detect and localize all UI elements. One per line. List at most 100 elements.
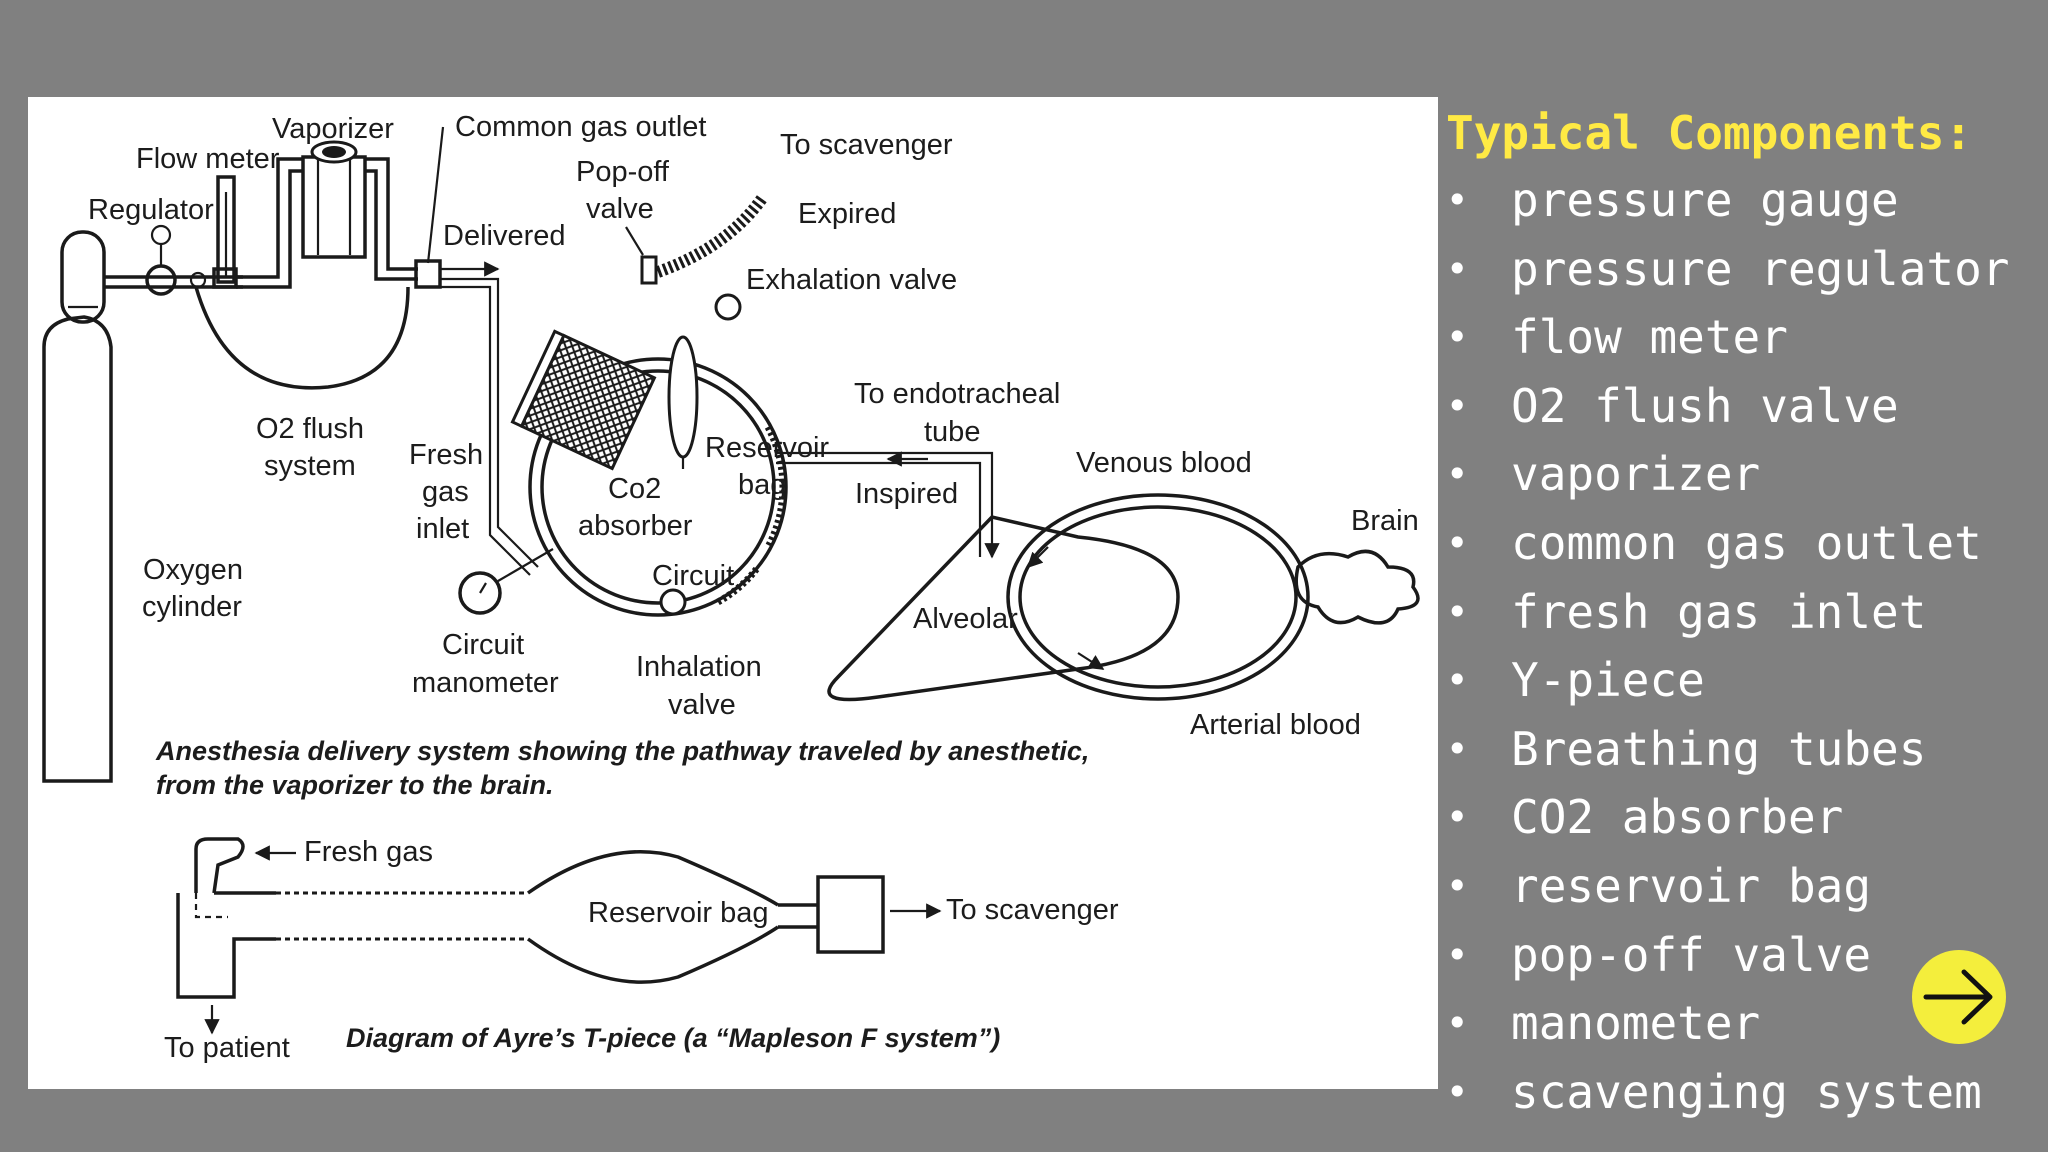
list-item: • scavenging system: [1446, 1058, 2036, 1127]
bullet-icon: •: [1446, 1001, 1469, 1046]
next-slide-button[interactable]: [1912, 950, 2006, 1044]
list-item-label: Y-piece: [1511, 653, 1705, 708]
bullet-icon: •: [1446, 795, 1469, 840]
components-panel: Typical Components: • pressure gauge • pre…: [1446, 100, 2036, 1126]
label-regulator: Regulator: [88, 194, 214, 226]
caption-2: Diagram of Ayre’s T-piece (a “Mapleson F…: [346, 1023, 1000, 1053]
label-o2-flush-2: system: [264, 450, 356, 482]
label-common-gas-outlet: Common gas outlet: [455, 111, 706, 143]
label-oxygen-1: Oxygen: [143, 554, 243, 586]
label-circuit: Circuit: [652, 560, 734, 592]
label-reservoir-bag: Reservoir bag: [588, 897, 769, 929]
list-item-label: common gas outlet: [1511, 515, 1982, 570]
label-arterial-blood: Arterial blood: [1190, 709, 1361, 741]
anesthesia-diagram: Vaporizer Common gas outlet Flow meter R…: [28, 97, 1438, 1089]
label-pop-off-1: Pop-off: [576, 156, 670, 188]
list-item: • common gas outlet: [1446, 509, 2036, 578]
circle-system: [528, 293, 788, 617]
list-item: • O2 flush valve: [1446, 372, 2036, 441]
o2-flush-loop: [194, 286, 410, 390]
flow-meter: [212, 175, 238, 289]
list-item: • vaporizer: [1446, 440, 2036, 509]
label-fresh-gas-inlet-3: inlet: [416, 513, 469, 545]
list-item: • fresh gas inlet: [1446, 578, 2036, 647]
bullet-icon: •: [1446, 658, 1469, 703]
list-item: • reservoir bag: [1446, 852, 2036, 921]
label-pop-off-2: valve: [586, 193, 654, 225]
label-to-endotracheal-2: tube: [924, 416, 980, 448]
diagram-drawing: Vaporizer Common gas outlet Flow meter R…: [42, 111, 1420, 1064]
list-item: • Y-piece: [1446, 646, 2036, 715]
label-to-scavenger-2: To scavenger: [946, 894, 1119, 926]
list-item: • pop-off valve: [1446, 921, 2036, 990]
bullet-icon: •: [1446, 178, 1469, 222]
list-item: •flow meter: [1446, 303, 2036, 372]
bullet-icon: •: [1446, 589, 1469, 634]
list-item: • manometer: [1446, 989, 2036, 1058]
caption-1-line-2: from the vaporizer to the brain.: [156, 770, 554, 800]
label-inhalation-valve-1: Inhalation: [636, 651, 762, 683]
list-item-label: O2 flush valve: [1511, 378, 1899, 433]
label-reservoir-1: Reservoir: [705, 432, 829, 464]
vaporizer: [301, 140, 367, 259]
label-to-patient: To patient: [164, 1032, 290, 1064]
label-exhalation-valve: Exhalation valve: [746, 264, 957, 296]
arrow-right-icon: [1923, 969, 1993, 1025]
label-circuit-manometer-2: manometer: [412, 667, 559, 699]
brain-icon: [1294, 549, 1420, 625]
alveolar-loop: [827, 515, 1180, 702]
list-item-label: manometer: [1511, 996, 1761, 1051]
regulator: [104, 224, 243, 296]
circuit-manometer: [458, 548, 554, 615]
list-item-label: pressure regulator: [1511, 241, 2010, 296]
label-flow-meter: Flow meter: [136, 143, 280, 175]
list-item-label: pressure gauge: [1511, 173, 1899, 227]
bullet-icon: •: [1446, 315, 1469, 360]
common-gas-outlet-fitting: [414, 259, 442, 289]
bullet-icon: •: [1446, 520, 1469, 565]
label-vaporizer: Vaporizer: [272, 113, 394, 145]
components-list: • pressure gauge • pressure regulator •flo…: [1446, 166, 2036, 1126]
bullet-icon: •: [1446, 383, 1469, 428]
label-expired: Expired: [798, 198, 896, 230]
caption-1-line-1: Anesthesia delivery system showing the p…: [155, 736, 1089, 766]
list-item: •Breathing tubes: [1446, 715, 2036, 784]
label-co2-2: absorber: [578, 510, 693, 542]
label-to-endotracheal-1: To endotracheal: [854, 378, 1060, 410]
list-item-label: Breathing tubes: [1511, 721, 1927, 776]
oxygen-cylinder: [42, 230, 113, 783]
label-o2-flush-1: O2 flush: [256, 413, 364, 445]
bullet-icon: •: [1446, 452, 1469, 497]
label-fresh-gas-inlet-2: gas: [422, 476, 469, 508]
bullet-icon: •: [1446, 1069, 1469, 1114]
list-item-label: fresh gas inlet: [1511, 584, 1927, 639]
bullet-icon: •: [1446, 863, 1469, 908]
list-item-label: vaporizer: [1511, 447, 1761, 502]
label-fresh-gas-inlet-1: Fresh: [409, 439, 483, 471]
list-item-label: scavenging system: [1511, 1064, 1982, 1119]
label-inspired: Inspired: [855, 478, 958, 510]
list-item-label: pop-off valve: [1511, 927, 1872, 982]
co2-absorber: [510, 329, 657, 471]
label-brain: Brain: [1351, 505, 1419, 537]
label-inhalation-valve-2: valve: [668, 689, 736, 721]
label-oxygen-2: cylinder: [142, 591, 242, 623]
label-circuit-manometer-1: Circuit: [442, 629, 524, 661]
label-venous-blood: Venous blood: [1076, 447, 1252, 479]
list-item: • CO2 absorber: [1446, 783, 2036, 852]
bullet-icon: •: [1446, 932, 1469, 977]
pop-off-valve: [625, 193, 768, 285]
label-to-scavenger: To scavenger: [780, 129, 953, 161]
blood-loop: [1006, 493, 1310, 701]
list-item-label: reservoir bag: [1511, 858, 1872, 913]
t-piece-diagram: [176, 837, 942, 1035]
list-item: • pressure gauge: [1446, 166, 2036, 235]
label-alveolar: Alveolar: [913, 603, 1018, 635]
components-title: Typical Components:: [1446, 106, 1973, 160]
list-item-label: CO2 absorber: [1511, 790, 1844, 845]
list-item: • pressure regulator: [1446, 235, 2036, 304]
label-fresh-gas: Fresh gas: [304, 836, 433, 868]
bullet-icon: •: [1446, 246, 1469, 291]
label-reservoir-2: bag: [738, 469, 786, 501]
label-co2-1: Co2: [608, 473, 661, 505]
